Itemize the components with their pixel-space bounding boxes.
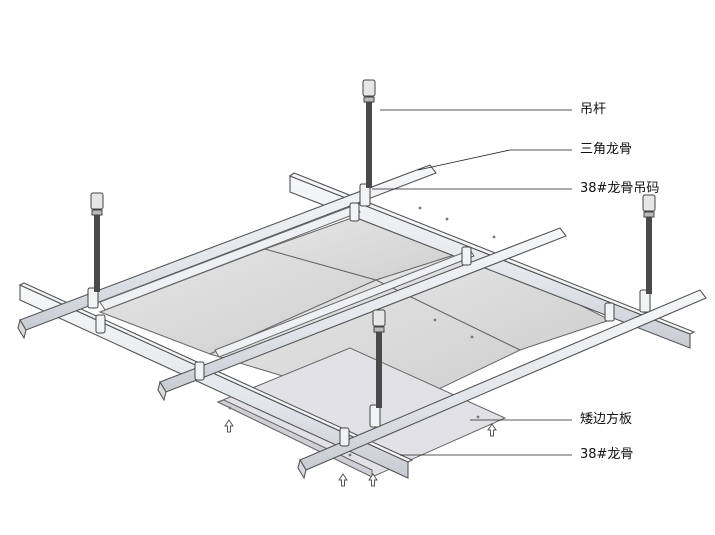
hanger-clip [95, 314, 106, 334]
triangle-keels [17, 164, 707, 480]
hanger-rod [362, 79, 376, 188]
label-hanger-rod: 吊杆 [580, 102, 607, 117]
hanger-clip [461, 246, 472, 266]
hanger-rod [372, 309, 386, 408]
hanger-rod [90, 192, 104, 292]
up-arrow-icon [368, 473, 378, 487]
hanger-clip [194, 361, 205, 381]
up-arrow-icon [224, 419, 234, 433]
triangle-keel-1-face [17, 318, 27, 340]
hanger-rod [642, 194, 656, 294]
hanger-clip [604, 302, 615, 322]
keel-hanger-clips [87, 183, 651, 447]
main-keel-back-top [288, 172, 696, 335]
up-arrow-icon [338, 473, 348, 487]
leader-lines [372, 109, 572, 456]
ceiling-panels [98, 214, 612, 478]
hanger-clip [339, 427, 350, 447]
triangle-keel-3-face [297, 458, 307, 480]
triangle-keel-2-face [157, 380, 167, 402]
label-triangle-keel: 三角龙骨 [580, 142, 633, 157]
hanger-clip [369, 404, 381, 428]
hanger-clip [87, 287, 99, 309]
leader-line-triangle-keel [417, 149, 572, 171]
label-low-edge-panel: 矮边方板 [580, 412, 633, 427]
label-keel-hanger: 38#龙骨吊码 [580, 181, 660, 196]
install-direction-arrows [224, 419, 497, 487]
label-keel-38: 38#龙骨 [580, 447, 634, 462]
cross-runners [99, 204, 475, 358]
hanger-clip [349, 202, 360, 222]
hanger-clip [359, 183, 371, 207]
hanger-rods [90, 79, 656, 408]
hanger-clip [639, 289, 651, 313]
up-arrow-icon [487, 423, 497, 437]
